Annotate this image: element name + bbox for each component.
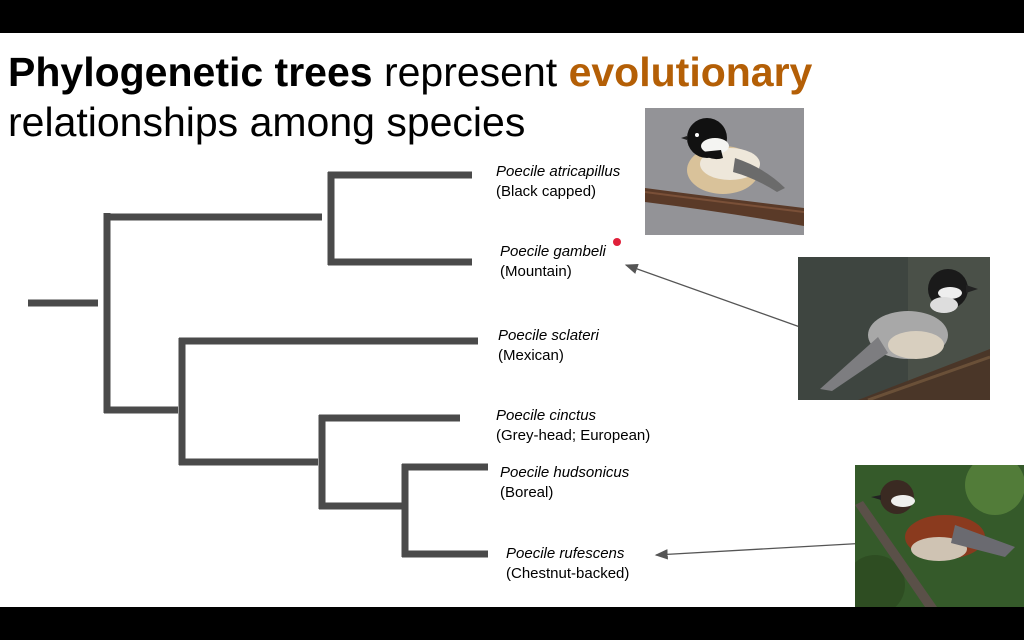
title-accent-word: evolutionary	[568, 49, 813, 95]
common-name: (Mountain)	[500, 263, 572, 280]
common-name: (Mexican)	[498, 347, 564, 364]
common-name: (Grey-head; European)	[496, 427, 651, 444]
species-label-cinctus: Poecile cinctus (Grey-head; European)	[496, 406, 650, 446]
laser-pointer-dot	[613, 238, 621, 246]
species-label-rufescens: Poecile rufescens (Chestnut-backed)	[506, 544, 629, 584]
chestnut-backed-chickadee-photo	[855, 465, 1024, 607]
scientific-name: Poecile cinctus	[496, 407, 597, 424]
black-capped-chickadee-photo	[645, 108, 804, 235]
scientific-name: Poecile rufescens	[506, 545, 625, 562]
scientific-name: Poecile atricapillus	[496, 163, 621, 180]
species-label-atricapillus: Poecile atricapillus (Black capped)	[496, 162, 620, 202]
scientific-name: Poecile hudsonicus	[500, 464, 630, 481]
slide-title: Phylogenetic trees represent evolutionar…	[8, 47, 812, 147]
mountain-chickadee-photo	[798, 257, 990, 400]
species-label-sclateri: Poecile sclateri (Mexican)	[498, 326, 599, 366]
tree-branches	[28, 171, 488, 558]
title-bold-part: Phylogenetic trees	[8, 49, 373, 95]
common-name: (Boreal)	[500, 484, 554, 501]
slide: Phylogenetic trees represent evolutionar…	[0, 33, 1024, 607]
common-name: (Black capped)	[496, 183, 597, 200]
species-label-gambeli: Poecile gambeli (Mountain)	[500, 242, 606, 282]
arrow-to-gambeli	[624, 264, 801, 328]
title-regular-part: represent	[372, 49, 569, 95]
scientific-name: Poecile sclateri	[498, 327, 599, 344]
scientific-name: Poecile gambeli	[500, 243, 606, 260]
common-name: (Chestnut-backed)	[506, 565, 630, 582]
arrow-to-rufescens	[654, 542, 869, 560]
title-second-line: relationships among species	[8, 99, 526, 145]
phylogenetic-tree	[28, 171, 869, 560]
species-label-hudsonicus: Poecile hudsonicus (Boreal)	[500, 463, 629, 503]
